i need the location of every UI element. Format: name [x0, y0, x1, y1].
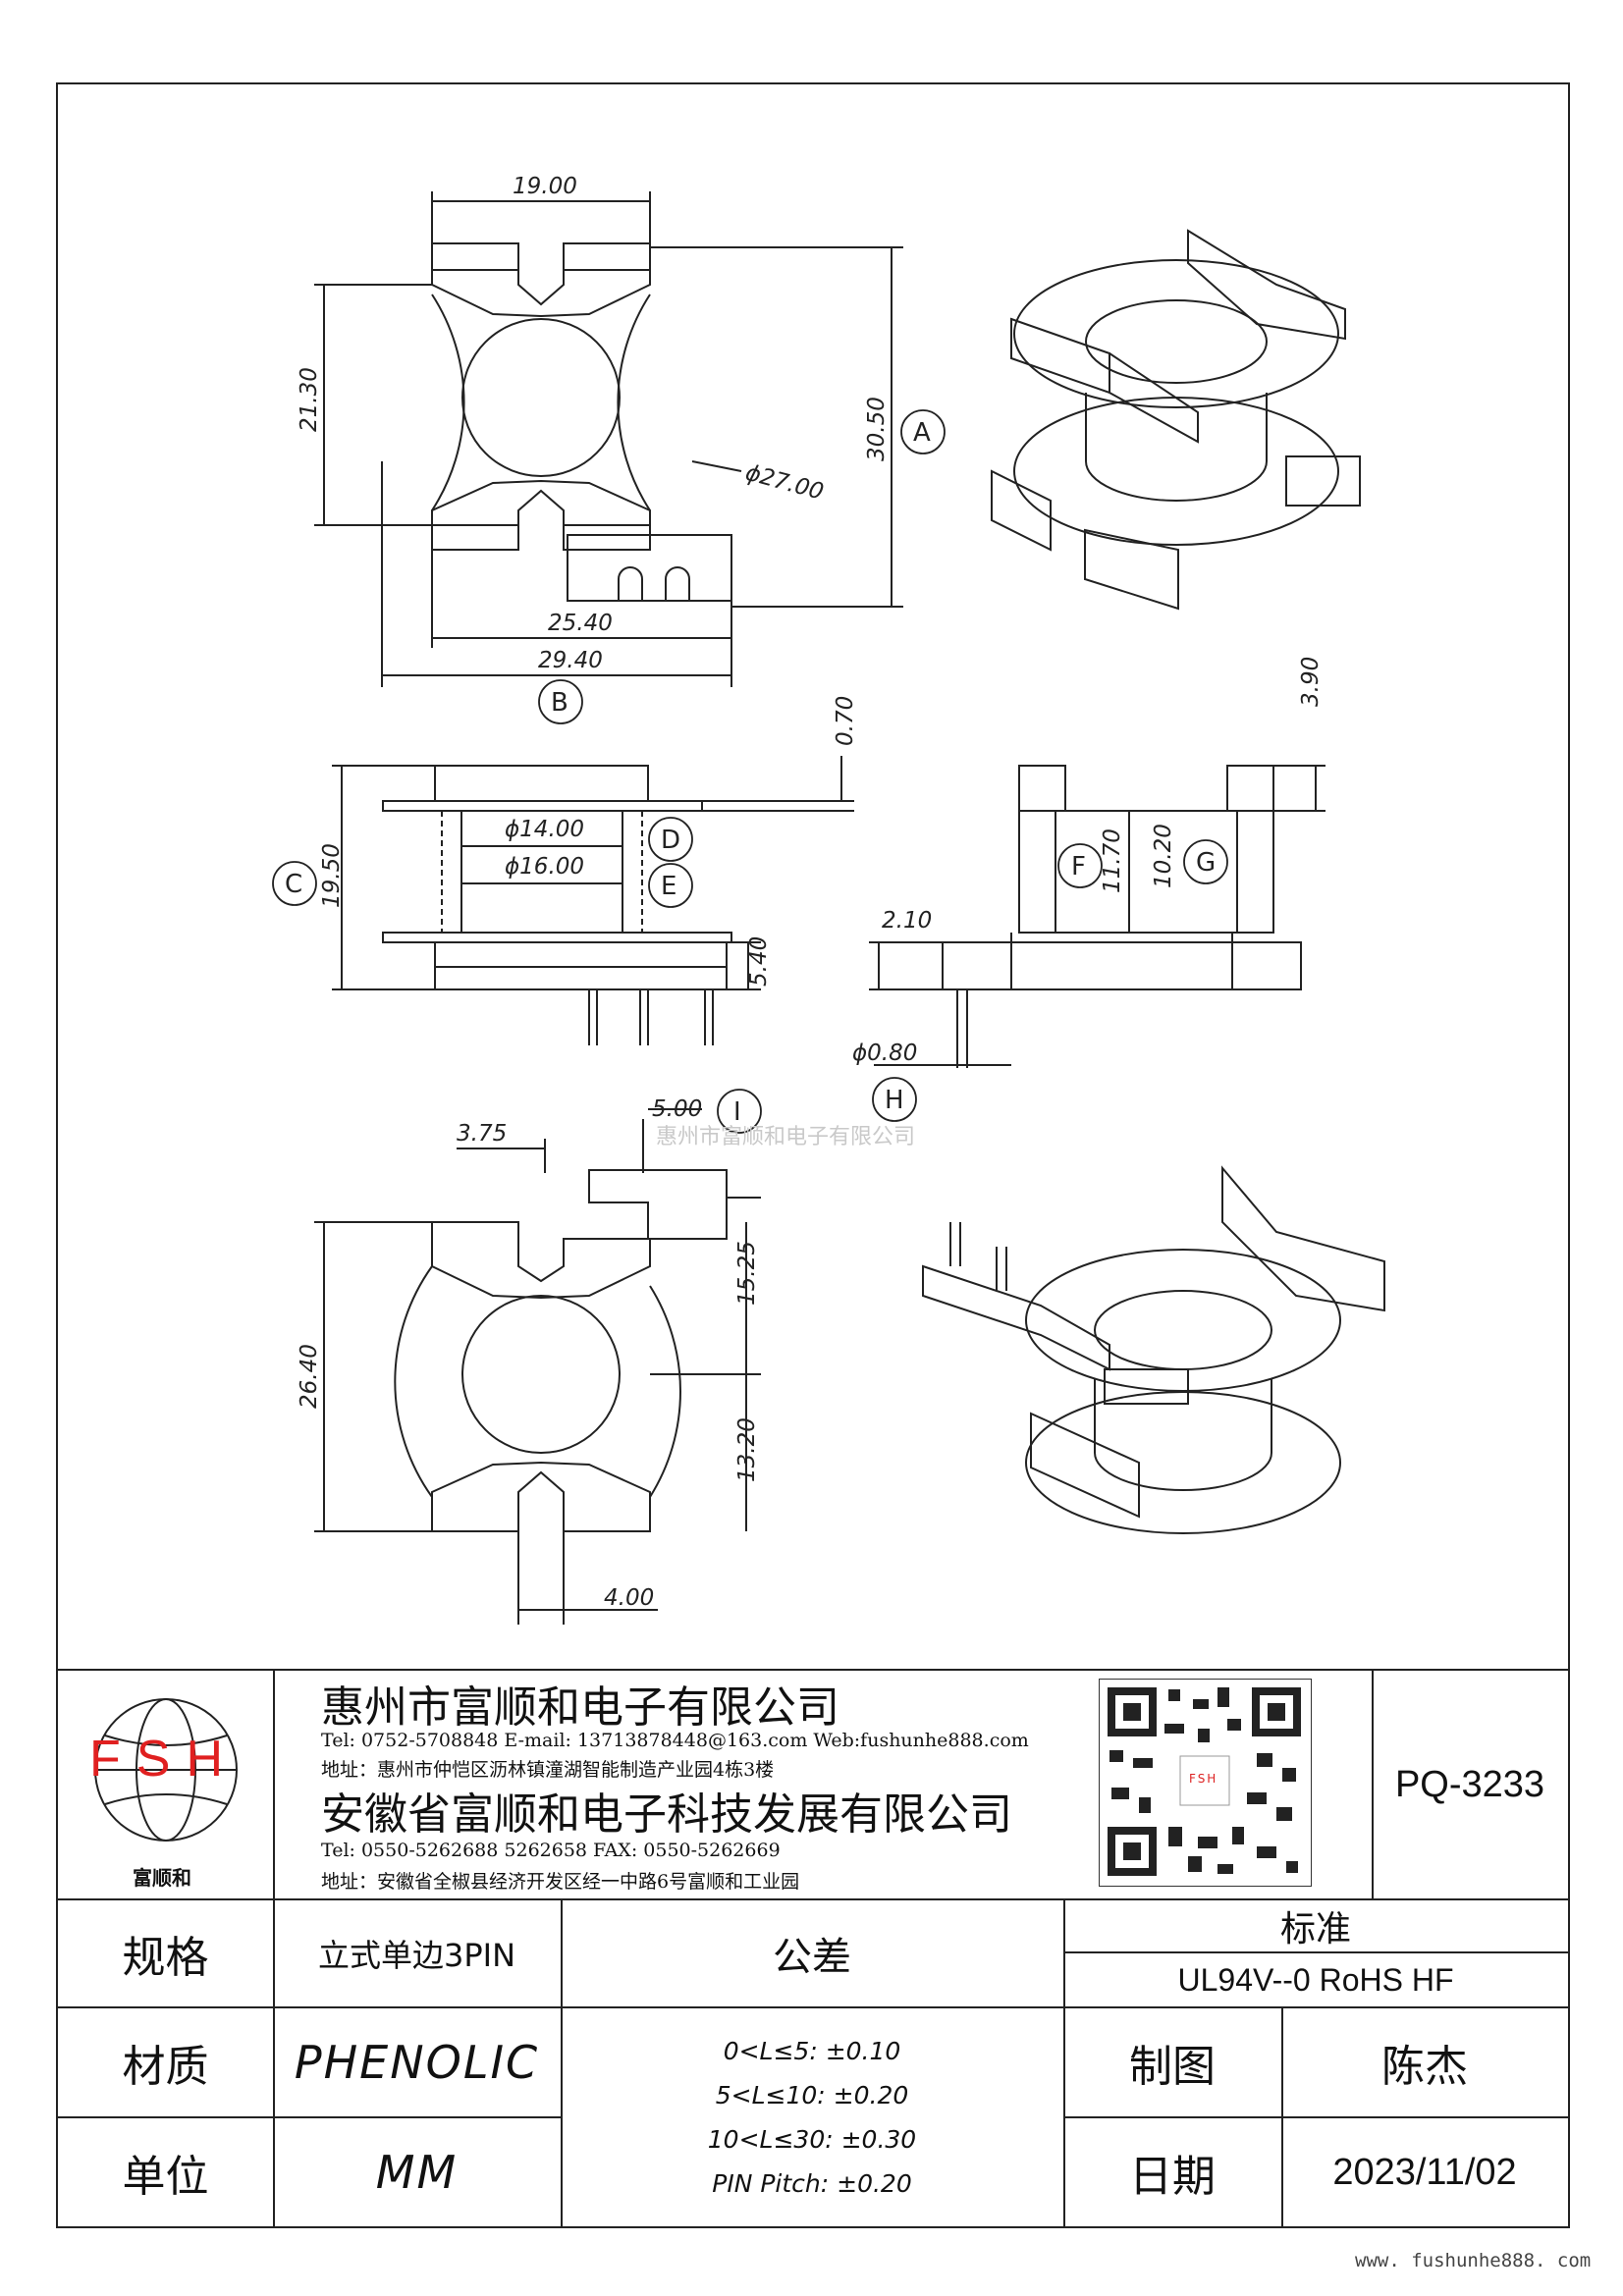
- std-label: 标准: [1279, 1909, 1351, 1949]
- callout-e: E: [661, 872, 676, 901]
- footer-url: www. fushunhe888. com: [1355, 2250, 1592, 2271]
- dim-pitch: 5.00: [652, 1096, 702, 1122]
- qr-code-icon: FSH: [1099, 1679, 1312, 1887]
- iso-view-bottom: [922, 1165, 1385, 1534]
- callout-g: G: [1196, 848, 1216, 878]
- dim-offset-375: 3.75: [457, 1121, 507, 1147]
- spec-label: 规格: [122, 1933, 209, 1983]
- unit-label: 单位: [122, 2152, 209, 2202]
- callout-h: H: [885, 1086, 904, 1115]
- tol-label: 公差: [773, 1935, 851, 1980]
- dim-height-total: 30.50: [864, 397, 890, 461]
- date-label: 日期: [1129, 2152, 1216, 2202]
- material-value: PHENOLIC: [294, 2036, 540, 2089]
- dim-height-c: 19.50: [319, 843, 345, 908]
- tol-line-3: 10<L≤30: ±0.30: [707, 2125, 917, 2154]
- drawn-label-cell: 制图: [1063, 2006, 1283, 2118]
- std-value: UL94V--0 RoHS HF: [1177, 1961, 1454, 1998]
- top-view: [314, 191, 903, 687]
- dim-pin-len: 5.40: [746, 936, 772, 987]
- dim-height-1525: 15.25: [734, 1241, 760, 1306]
- dim-width-400: 4.00: [604, 1585, 654, 1611]
- side-view: [869, 765, 1325, 1068]
- qr-label: FSH: [1189, 1772, 1218, 1786]
- fsh-logo-icon: [93, 1698, 238, 1842]
- dim-height-1320: 13.20: [734, 1417, 760, 1482]
- tolerance-cell: 0<L≤5: ±0.10 5<L≤10: ±0.20 10<L≤30: ±0.3…: [561, 2006, 1065, 2228]
- front-view: [332, 756, 854, 1045]
- dim-height-g: 10.20: [1151, 824, 1176, 888]
- dim-height-left: 21.30: [297, 367, 322, 432]
- logo-cell: FSH 富顺和: [56, 1669, 275, 1900]
- drawn-label: 制图: [1129, 2042, 1216, 2092]
- dim-flange-thk: 0.70: [833, 696, 858, 746]
- std-label-cell: 标准: [1063, 1898, 1570, 1953]
- spec-label-cell: 规格: [56, 1898, 275, 2008]
- title-block: FSH 富顺和 惠州市富顺和电子有限公司 Tel: 0752-5708848 E…: [56, 1669, 1570, 2228]
- material-label-cell: 材质: [56, 2006, 275, 2118]
- callout-c: C: [285, 870, 302, 899]
- unit-value-cell: MM: [273, 2116, 563, 2228]
- company2-address: 地址：安徽省全椒县经济开发区经一中路6号富顺和工业园: [321, 1871, 800, 1893]
- logo-text: FSH: [89, 1731, 239, 1788]
- dim-width-b1: 25.40: [548, 611, 613, 636]
- dim-top-width: 19.00: [513, 174, 577, 199]
- callout-a: A: [913, 418, 931, 448]
- tol-line-2: 5<L≤10: ±0.20: [715, 2081, 909, 2109]
- company1-contact: Tel: 0752-5708848 E-mail: 13713878448@16…: [321, 1730, 1029, 1751]
- drawn-value: 陈杰: [1381, 2042, 1468, 2092]
- date-value-cell: 2023/11/02: [1281, 2116, 1570, 2228]
- company1-address: 地址：惠州市仲恺区沥林镇潼湖智能制造产业园4栋3楼: [321, 1759, 775, 1781]
- iso-view-top: [991, 229, 1361, 611]
- callout-i: I: [733, 1097, 741, 1127]
- callout-d: D: [661, 826, 680, 855]
- drawn-value-cell: 陈杰: [1281, 2006, 1570, 2118]
- callout-b: B: [551, 688, 568, 718]
- date-value: 2023/11/02: [1332, 2151, 1517, 2193]
- part-number: PQ-3233: [1394, 1763, 1545, 1805]
- dim-dia-outer: ϕ16.00: [505, 854, 584, 880]
- tol-label-cell: 公差: [561, 1898, 1065, 2008]
- logo-sub: 富顺和: [133, 1866, 191, 1890]
- date-label-cell: 日期: [1063, 2116, 1283, 2228]
- dim-dia-inner: ϕ14.00: [505, 817, 584, 842]
- dim-height-f: 11.70: [1100, 828, 1125, 893]
- dim-width-b2: 29.40: [538, 648, 603, 673]
- bottom-view: [314, 1108, 761, 1625]
- spec-value: 立式单边3PIN: [317, 1937, 516, 1974]
- spec-value-cell: 立式单边3PIN: [273, 1898, 563, 2008]
- unit-value: MM: [375, 2146, 459, 2199]
- dim-side-pin-len: 3.90: [1298, 657, 1324, 707]
- dim-pin-offset: 2.10: [882, 908, 932, 934]
- dim-diameter-outer: ϕ27.00: [742, 460, 826, 506]
- tol-line-1: 0<L≤5: ±0.10: [723, 2037, 901, 2065]
- std-value-cell: UL94V--0 RoHS HF: [1063, 1951, 1570, 2008]
- dim-height-2640: 26.40: [297, 1344, 322, 1409]
- company1-name: 惠州市富顺和电子有限公司: [321, 1682, 839, 1733]
- callouts: [272, 409, 1228, 1134]
- part-no-cell: PQ-3233: [1372, 1669, 1570, 1900]
- company2-name: 安徽省富顺和电子科技发展有限公司: [321, 1789, 1012, 1840]
- company2-contact: Tel: 0550-5262688 5262658 FAX: 0550-5262…: [321, 1840, 781, 1861]
- tol-line-4: PIN Pitch: ±0.20: [712, 2169, 912, 2198]
- dim-pin-dia: ϕ0.80: [852, 1041, 917, 1066]
- material-label: 材质: [122, 2042, 209, 2092]
- callout-f: F: [1071, 852, 1086, 881]
- watermark: 惠州市富顺和电子有限公司: [656, 1125, 916, 1149]
- technical-drawing: 19.00 21.30 30.50 ϕ27.00 25.40 29.40 ϕ14…: [272, 174, 1385, 1625]
- unit-label-cell: 单位: [56, 2116, 275, 2228]
- material-value-cell: PHENOLIC: [273, 2006, 563, 2118]
